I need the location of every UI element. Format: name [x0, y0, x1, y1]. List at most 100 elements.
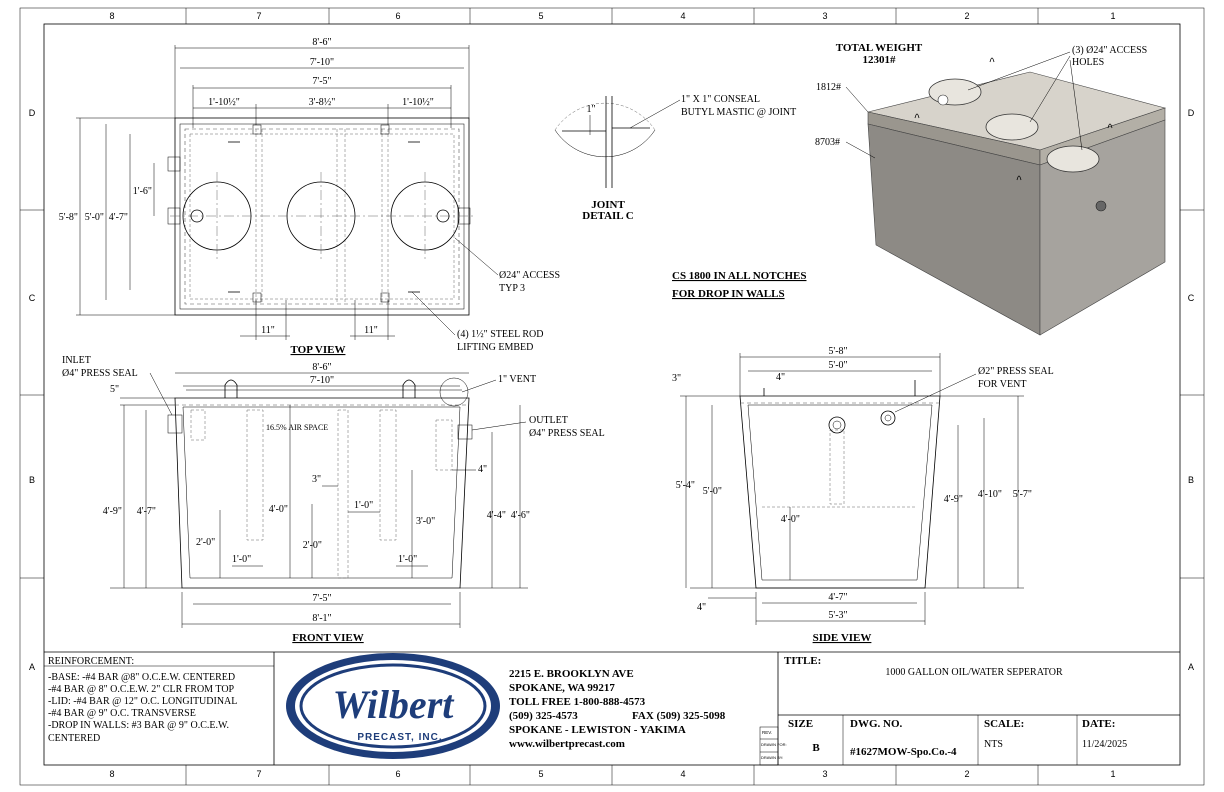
total-weight: 12301# [863, 54, 897, 66]
vent-note: Ø2" PRESS SEAL [978, 366, 1054, 377]
lifting-embed-icon [252, 292, 262, 303]
dim-label: 1'-0" [354, 500, 373, 511]
size-value: B [812, 742, 820, 754]
scale-value: NTS [984, 739, 1003, 750]
col-label: 5 [538, 769, 543, 779]
dim-label: 4'-7" [109, 212, 128, 223]
col-label: 3 [822, 769, 827, 779]
vent-seal-icon [880, 410, 896, 426]
rod-note: LIFTING EMBED [457, 342, 533, 353]
dim-label: 1'-6" [133, 186, 152, 197]
air-space: 16.5% AIR SPACE [266, 423, 328, 432]
border-row-labels: D C B A D C B A [29, 108, 1195, 672]
dim-label: 8'-6" [312, 37, 331, 48]
col-label: 1 [1110, 769, 1115, 779]
col-label: 7 [256, 769, 261, 779]
row-label: B [29, 475, 35, 485]
access-note: TYP 3 [499, 283, 525, 294]
reinforcement-title: REINFORCEMENT: [48, 656, 134, 667]
dim-label: 7'-5" [312, 76, 331, 87]
lifting-embed-icon [380, 124, 390, 135]
row-label: B [1188, 475, 1194, 485]
press-seal-icon [167, 414, 183, 434]
notch-note: FOR DROP IN WALLS [672, 288, 785, 300]
dim-label: 4'-9" [103, 506, 122, 517]
dim-label: 11" [261, 325, 275, 336]
col-label: 3 [822, 11, 827, 21]
dim-label: 5'-8" [828, 346, 847, 357]
dim-label: 7'-10" [310, 375, 334, 386]
col-label: 8 [109, 11, 114, 21]
dim-label: 4" [478, 464, 487, 475]
col-label: 1 [1110, 11, 1115, 21]
logo-text: Wilbert [333, 682, 456, 727]
col-label: 4 [680, 769, 685, 779]
dim-label: 5'-8" [59, 212, 78, 223]
drawn-by-label: DRAWN BY: [761, 755, 783, 760]
address-line: 2215 E. BROOKLYN AVE [509, 668, 634, 680]
rev-label: REV. [762, 730, 772, 735]
dim-label: 4'-0" [781, 514, 800, 525]
reinforcement-line: -#4 BAR @ 8" O.C.E.W. 2" CLR FROM TOP [48, 684, 235, 695]
phone: (509) 325-4573 [509, 710, 578, 722]
view-title-front: FRONT VIEW [292, 632, 363, 644]
dim-label: 3'-0" [416, 516, 435, 527]
lifting-embed-icon [252, 124, 262, 135]
dim-label: 1'-10½" [208, 97, 240, 108]
reinforcement-line: -LID: -#4 BAR @ 12" O.C. LONGITUDINAL [48, 696, 237, 707]
joint-title: DETAIL C [582, 210, 634, 222]
holes-note: (3) Ø24" ACCESS [1072, 45, 1147, 56]
access-hole-icon [928, 78, 982, 106]
fax: FAX (509) 325-5098 [632, 710, 726, 722]
col-label: 2 [964, 11, 969, 21]
dim-label: 4'-10" [978, 489, 1002, 500]
base-weight: 8703# [815, 137, 840, 148]
dim-label: 2'-0" [196, 537, 215, 548]
dwg-number: #1627MOW-Spo.Co.-4 [850, 746, 957, 758]
date-label: DATE: [1082, 718, 1115, 730]
inlet-note: INLET [62, 355, 91, 366]
vent-note: 1" VENT [498, 374, 536, 385]
dim-label: 1'-0" [232, 554, 251, 565]
joint-dim: 1" [586, 104, 595, 115]
dim-label: 5'-0" [85, 212, 104, 223]
dim-label: 4'-7" [137, 506, 156, 517]
dim-label: 5'-0" [828, 360, 847, 371]
press-seal-icon [167, 156, 181, 172]
press-seal-icon [457, 207, 471, 225]
lifting-embed-icon [380, 292, 390, 303]
dim-label: 3" [312, 474, 321, 485]
col-label: 6 [395, 11, 400, 21]
row-label: A [29, 662, 35, 672]
col-label: 8 [109, 769, 114, 779]
drawing-title: 1000 GALLON OIL/WATER SEPERATOR [885, 667, 1063, 678]
top-view-outline [174, 117, 470, 316]
dim-label: 4'-0" [269, 504, 288, 515]
tank-side-face [1039, 119, 1166, 336]
cities: SPOKANE - LEWISTON - YAKIMA [509, 724, 686, 736]
joint-note: 1" X 1" CONSEAL [681, 94, 760, 105]
dim-label: 4" [776, 372, 785, 383]
total-weight-label: TOTAL WEIGHT [836, 42, 923, 54]
dim-label: 8'-6" [312, 362, 331, 373]
press-seal-icon [167, 207, 181, 225]
side-view: 5'-8" 5'-0" 4" 3" Ø2" PRESS SEAL FOR VEN… [672, 346, 1054, 644]
dim-label: 5'-0" [703, 486, 722, 497]
scale-label: SCALE: [984, 718, 1024, 730]
access-hole-icon [985, 113, 1039, 141]
outlet-note: OUTLET [529, 415, 568, 426]
press-seal-icon [457, 424, 473, 440]
wilbert-logo: Wilbert PRECAST, INC. [286, 653, 500, 759]
joint-title: JOINT [591, 199, 625, 211]
col-label: 4 [680, 11, 685, 21]
row-label: A [1188, 662, 1194, 672]
dim-label: 5" [110, 384, 119, 395]
dim-label: 5'-3" [828, 610, 847, 621]
dim-label: 7'-10" [310, 57, 334, 68]
dim-label: 4'-6" [511, 510, 530, 521]
drawn-for-label: DRAWN FOR: [761, 742, 787, 747]
lid-weight: 1812# [816, 82, 841, 93]
row-label: D [1188, 108, 1195, 118]
view-title-top: TOP VIEW [291, 344, 346, 356]
